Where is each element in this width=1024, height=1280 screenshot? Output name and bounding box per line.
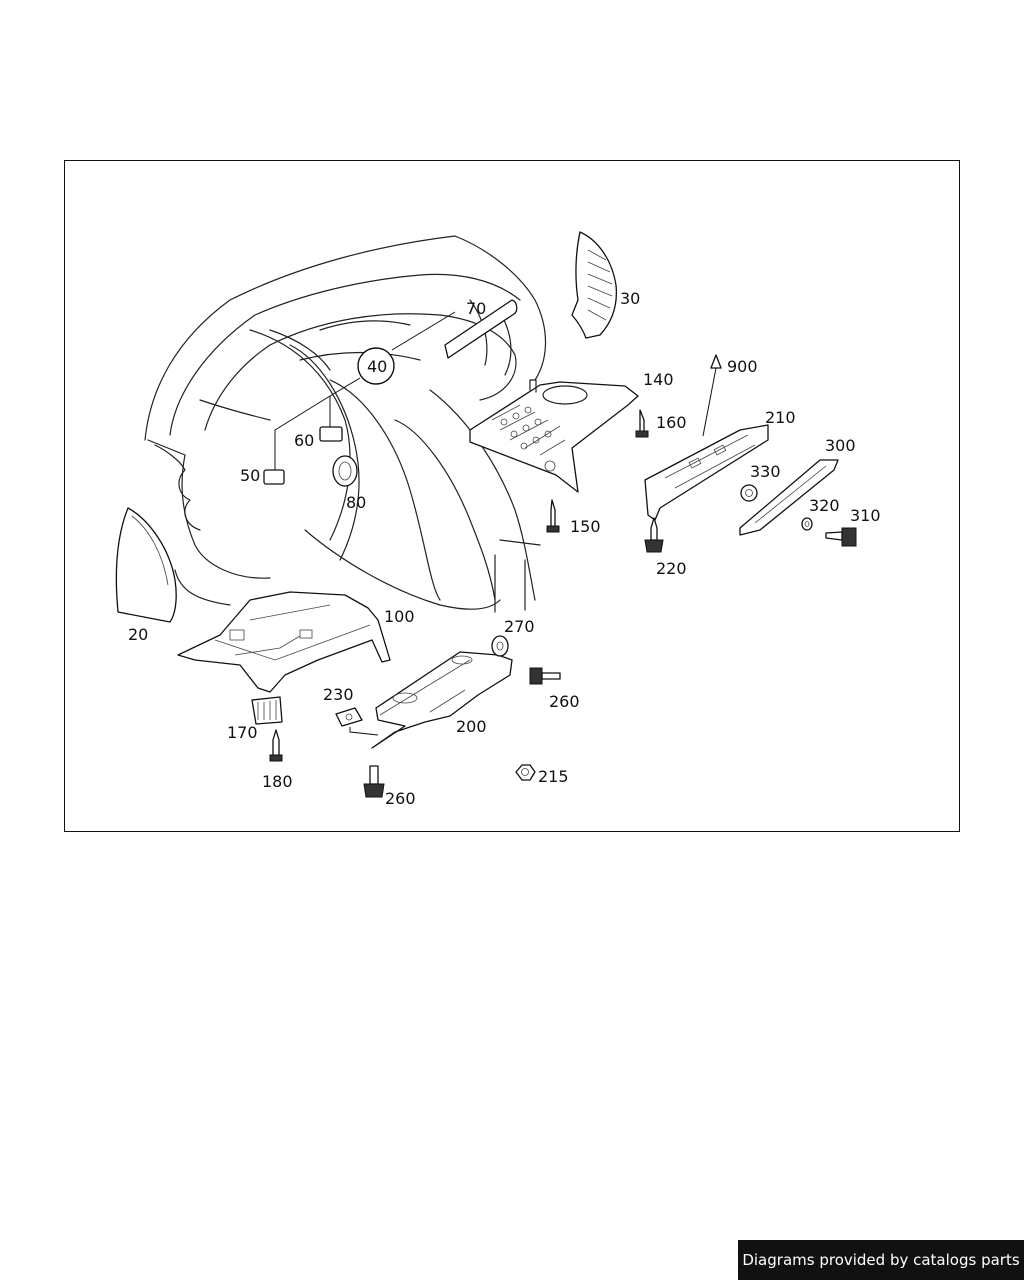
callout-270: 270: [504, 617, 535, 636]
callout-140: 140: [643, 370, 674, 389]
part-30-air-vent: [571, 231, 618, 339]
part-300-rail: [739, 459, 839, 536]
part-80-grommet: [332, 455, 358, 487]
part-160-screw: [635, 409, 649, 438]
callout-150: 150: [570, 517, 601, 536]
part-260-bolt-bottom: [363, 765, 385, 798]
part-320-washer: [801, 517, 813, 531]
callout-215: 215: [538, 767, 569, 786]
callout-230: 230: [323, 685, 354, 704]
callout-60: 60: [294, 431, 314, 450]
footer-credit-badge: Diagrams provided by catalogs parts: [738, 1240, 1024, 1280]
callout-30: 30: [620, 289, 640, 308]
callout-170: 170: [227, 723, 258, 742]
callout-40: 40: [367, 357, 387, 376]
callout-180: 180: [262, 772, 293, 791]
callout-220: 220: [656, 559, 687, 578]
part-330-nut: [740, 484, 758, 502]
callout-260-right: 260: [549, 692, 580, 711]
callout-70: 70: [466, 299, 486, 318]
part-40-callout-circle: [357, 347, 395, 385]
callout-330: 330: [750, 462, 781, 481]
diagram-frame: [64, 160, 960, 832]
part-310-bolt: [825, 527, 857, 547]
callout-260-bottom: 260: [385, 789, 416, 808]
callout-200: 200: [456, 717, 487, 736]
part-150-screw: [546, 499, 560, 533]
part-100-lower-housing: [177, 591, 391, 693]
part-40-leaders: [274, 311, 456, 475]
callout-20: 20: [128, 625, 148, 644]
part-200-lid: [371, 651, 513, 749]
callout-100: 100: [384, 607, 415, 626]
part-60-clip: [319, 426, 343, 442]
part-170-latch: [251, 696, 283, 725]
part-180-screw: [269, 729, 283, 762]
part-900-marker: [702, 354, 722, 437]
callout-50: 50: [240, 466, 260, 485]
callout-80: 80: [346, 493, 366, 512]
part-230-clip: [335, 707, 379, 736]
callout-160: 160: [656, 413, 687, 432]
callout-300: 300: [825, 436, 856, 455]
dashboard-outline: [144, 235, 547, 613]
part-220-bolt: [644, 517, 664, 553]
part-50-clip: [263, 469, 285, 485]
part-140-housing: [469, 379, 639, 493]
part-270-grommet: [491, 635, 509, 657]
callout-900: 900: [727, 357, 758, 376]
part-70-trim-strip: [444, 299, 518, 359]
callout-310: 310: [850, 506, 881, 525]
part-20-side-cover: [115, 507, 177, 623]
part-210-bracket: [644, 424, 769, 521]
callout-210: 210: [765, 408, 796, 427]
footer-credit-text: Diagrams provided by catalogs parts: [742, 1251, 1020, 1269]
part-260-bolt-right: [529, 667, 561, 685]
callout-320: 320: [809, 496, 840, 515]
part-215-nut: [515, 764, 536, 781]
